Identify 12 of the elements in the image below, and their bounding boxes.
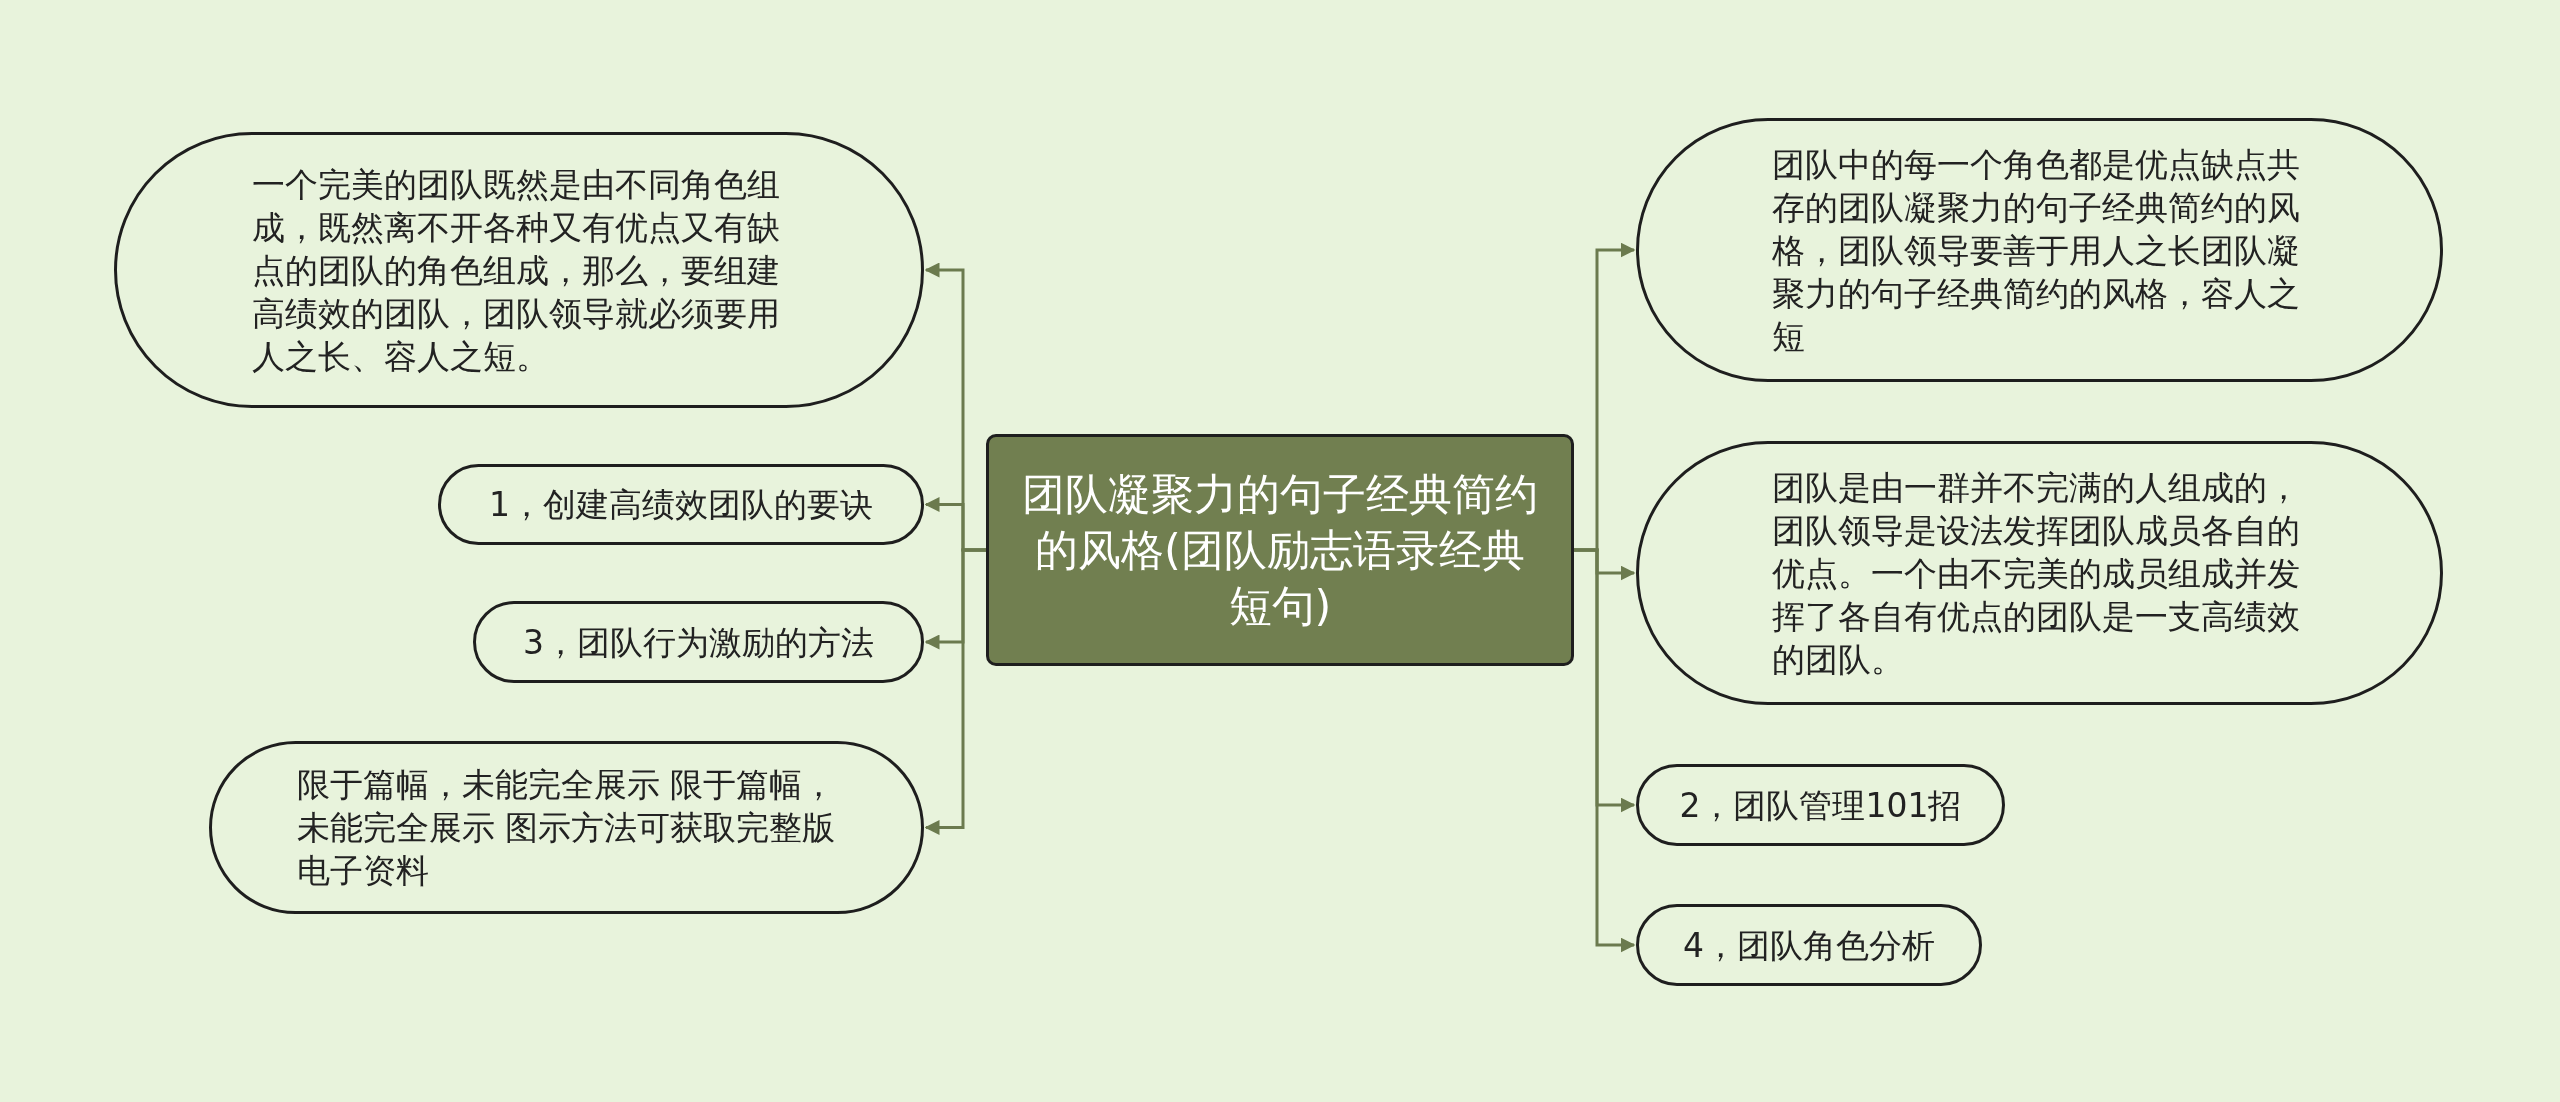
node-text: 团队凝聚力的句子经典简约的风格(团队励志语录经典短句) xyxy=(1021,468,1539,633)
connector-arrow xyxy=(924,548,986,835)
node-text: 一个完美的团队既然是由不同角色组成，既然离不开各种又有优点又有缺点的团队的角色组成，那么，要组建高绩效的团队，团队领导就必须要用人之长、容人之短。 xyxy=(251,163,781,378)
node-text: 1，创建高绩效团队的要诀 xyxy=(489,484,873,526)
topic-box xyxy=(986,434,1574,666)
node-text: 4，团队角色分析 xyxy=(1683,924,1935,967)
node-text: 3，团队行为激励的方法 xyxy=(523,621,874,664)
connector-arrow xyxy=(1574,548,1636,953)
node-text: 团队中的每一个角色都是优点缺点共存的团队凝聚力的句子经典简约的风格，团队领导要善于用人之长团队凝聚力的句子经典简约的风格，容人之短 xyxy=(1772,143,2301,358)
node-text: 2，团队管理101招 xyxy=(1679,784,1962,827)
node-text: 限于篇幅，未能完全展示 限于篇幅，未能完全展示 图示方法可获取完整版电子资料 xyxy=(296,764,836,892)
node-text: 团队是由一群并不完满的人组成的，团队领导是设法发挥团队成员各自的优点。一个由不完美的成员组成并发挥了各自有优点的团队是一支高绩效的团队。 xyxy=(1772,466,2301,681)
